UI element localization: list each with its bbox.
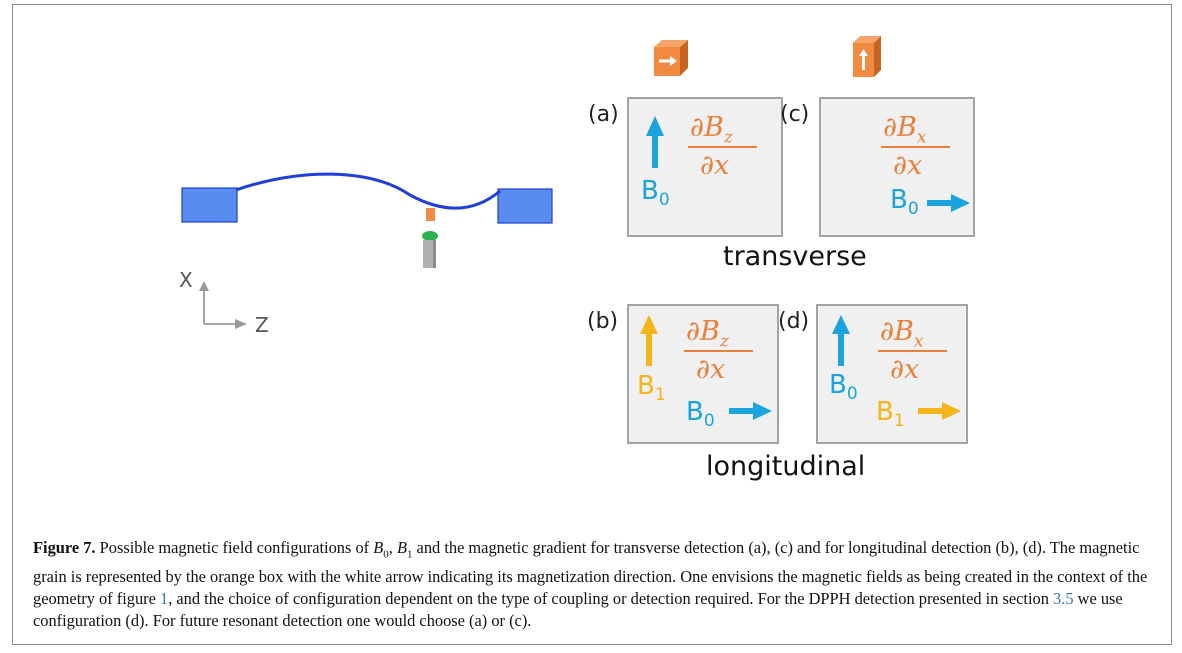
panel-c-gradient-numerator: ∂Bx — [883, 112, 927, 148]
figure-caption: Figure 7. Possible magnetic field config… — [33, 538, 1148, 630]
left-anchor-pad — [181, 187, 238, 223]
grain-cube-vertical-icon — [853, 36, 881, 77]
panel-d-gradient-numerator: ∂Bx — [880, 316, 924, 352]
magnetic-grain — [426, 208, 435, 221]
panel-d-b0-label: B0 — [829, 370, 858, 405]
panel-a-b0-arrow — [646, 116, 664, 168]
panel-a-gradient-denominator: ∂x — [700, 150, 730, 181]
panel-a-b0-label: B0 — [641, 176, 670, 211]
dpph-sample — [422, 231, 438, 241]
panel-b-b0-label: B0 — [686, 397, 715, 432]
panel-d-b1-arrow — [918, 402, 961, 420]
panel-b-b1-arrow — [640, 315, 658, 366]
panel-c-b0-arrow — [927, 194, 970, 212]
panel-d-label: (d) — [778, 309, 810, 334]
cantilever-wire — [235, 172, 501, 210]
figure-ref-link[interactable]: 1 — [159, 588, 169, 608]
panel-c-label: (c) — [780, 102, 810, 127]
x-axis-label: X — [179, 268, 193, 292]
panel-b-b1-label: B1 — [637, 371, 666, 406]
panel-c-gradient-denominator: ∂x — [893, 150, 923, 181]
panel-a-label: (a) — [588, 102, 619, 127]
z-axis-arrowhead — [235, 319, 247, 329]
z-axis-label: Z — [255, 313, 269, 337]
panel-d-b0-arrow — [832, 315, 850, 366]
sample-post-shade — [433, 240, 436, 268]
axes-indicator — [199, 281, 247, 329]
figure-frame — [12, 4, 1172, 645]
panel-d-gradient-denominator: ∂x — [890, 354, 920, 385]
panel-b-gradient-numerator: ∂Bz — [686, 316, 729, 352]
panel-d-b1-label: B1 — [876, 397, 905, 432]
grain-cube-horizontal-icon — [654, 40, 688, 76]
panel-b-b0-arrow — [729, 402, 772, 420]
resonator-schematic — [181, 172, 553, 268]
panel-c-b0-label: B0 — [890, 185, 919, 220]
x-axis-arrowhead — [199, 281, 209, 291]
caption-label: Figure 7. — [33, 538, 96, 557]
right-anchor-pad — [497, 188, 553, 224]
panel-a-gradient-numerator: ∂Bz — [690, 112, 733, 148]
panel-b-gradient-denominator: ∂x — [696, 354, 726, 385]
transverse-label: transverse — [723, 241, 867, 272]
section-ref-link[interactable]: 3.5 — [1053, 588, 1074, 608]
sample-post — [423, 240, 436, 268]
longitudinal-label: longitudinal — [706, 451, 866, 482]
panel-c-box — [819, 97, 975, 237]
panel-b-label: (b) — [587, 309, 619, 334]
